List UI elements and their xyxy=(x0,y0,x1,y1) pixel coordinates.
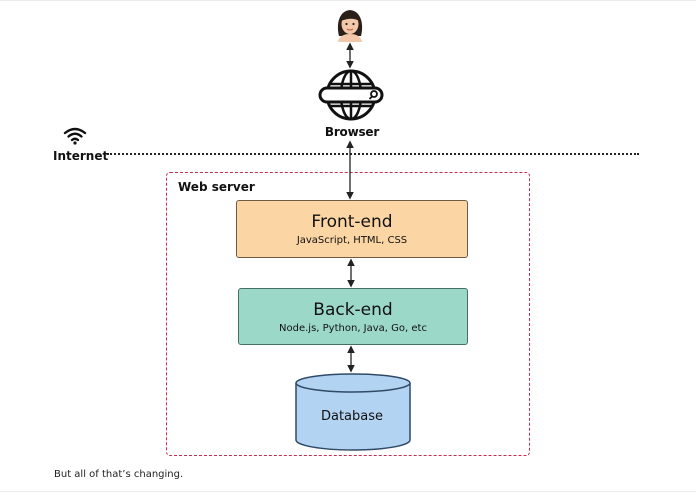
backend-subtitle: Node.js, Python, Java, Go, etc xyxy=(279,323,427,334)
wifi-icon xyxy=(63,127,87,145)
globe-browser-icon xyxy=(318,69,384,121)
internet-label: Internet xyxy=(53,149,109,163)
browser-label: Browser xyxy=(324,125,380,139)
top-divider xyxy=(0,0,696,1)
frontend-box: Front-end JavaScript, HTML, CSS xyxy=(236,200,468,258)
frontend-subtitle: JavaScript, HTML, CSS xyxy=(296,235,408,246)
backend-box: Back-end Node.js, Python, Java, Go, etc xyxy=(238,288,468,345)
backend-title: Back-end xyxy=(313,300,393,320)
database-label: Database xyxy=(320,409,384,424)
bottom-divider xyxy=(0,491,696,492)
woman-avatar-icon xyxy=(337,10,363,42)
frontend-title: Front-end xyxy=(311,212,393,232)
caption-text: But all of that’s changing. xyxy=(54,469,184,480)
web-server-label: Web server xyxy=(178,180,255,194)
internet-boundary-line xyxy=(107,153,639,155)
database-cylinder xyxy=(295,373,411,451)
